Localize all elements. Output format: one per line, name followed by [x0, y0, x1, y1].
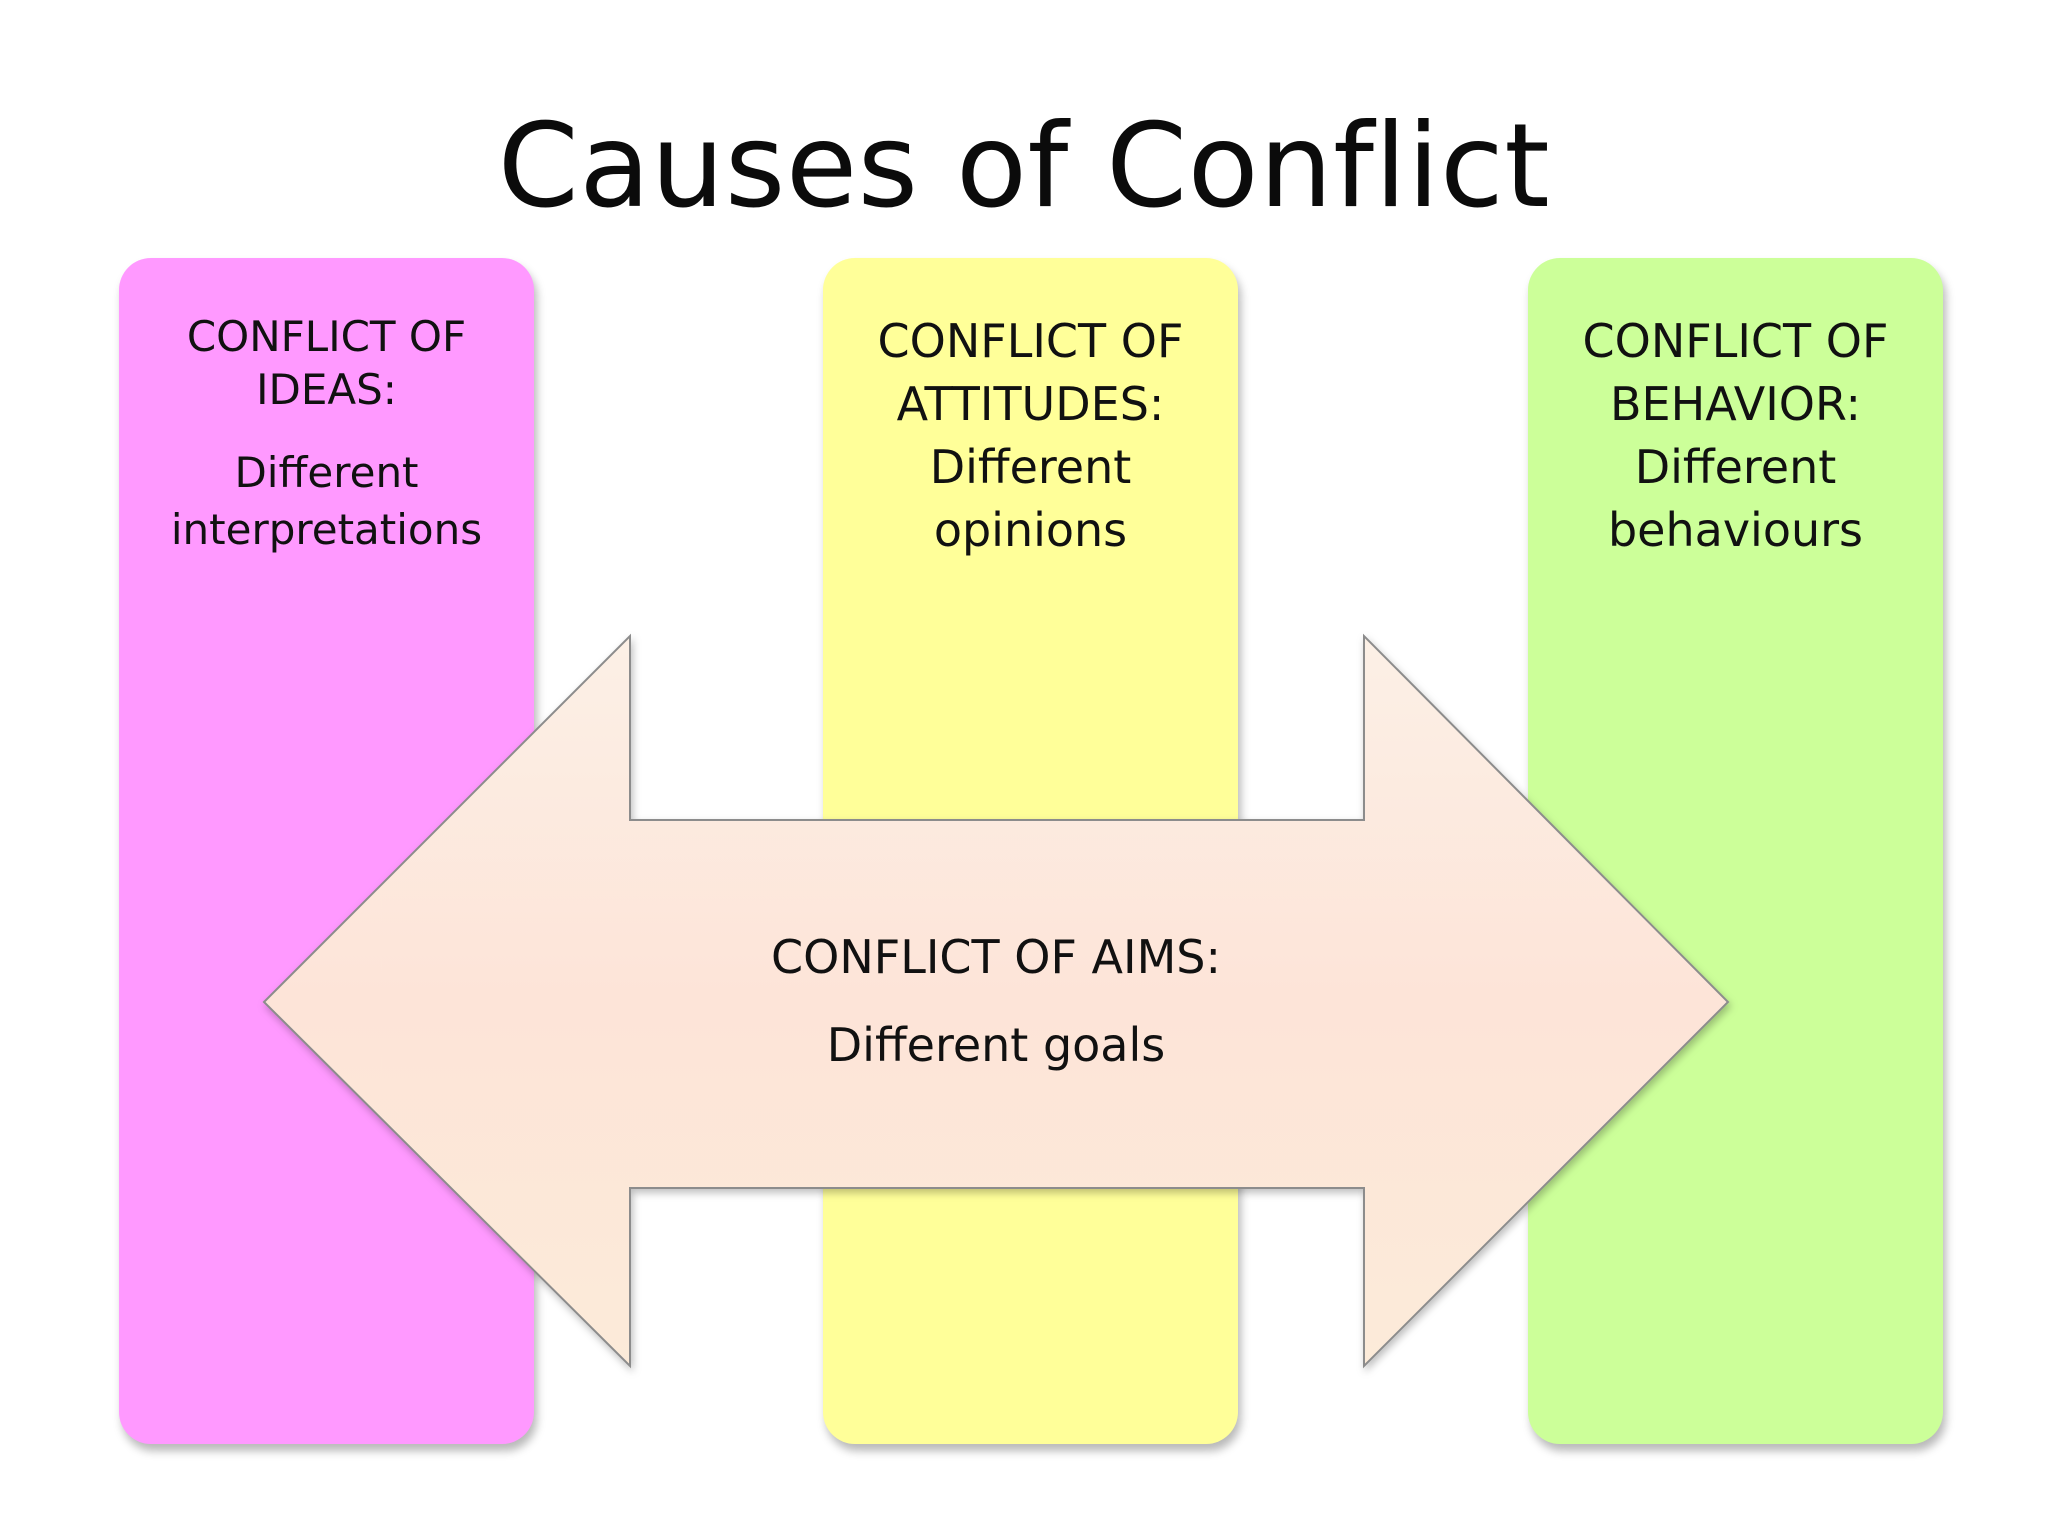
card-description: Different behaviours — [1528, 436, 1943, 562]
card-heading-line: CONFLICT OF — [186, 312, 467, 361]
card-heading-line: CONFLICT OF — [877, 314, 1184, 368]
card-description-line: opinions — [933, 503, 1128, 557]
card-description: Different interpretations — [119, 444, 534, 558]
card-heading-line: CONFLICT OF — [1582, 314, 1889, 368]
card-heading-line: ATTITUDES: — [896, 377, 1165, 431]
aims-description: Different goals — [826, 1018, 1166, 1072]
double-arrow-body — [262, 633, 1730, 1369]
card-description-line: Different — [1634, 440, 1837, 494]
card-heading: CONFLICT OF IDEAS: — [119, 310, 534, 416]
card-description-line: behaviours — [1607, 503, 1864, 557]
card-heading-line: IDEAS: — [256, 365, 397, 414]
slide-title: Causes of Conflict — [497, 99, 1551, 234]
card-conflict-of-behavior: CONFLICT OF BEHAVIOR: Different behaviou… — [1528, 258, 1943, 1444]
card-description-line: Different — [234, 448, 419, 497]
aims-heading: CONFLICT OF AIMS: — [771, 930, 1221, 984]
card-heading: CONFLICT OF ATTITUDES: — [823, 310, 1238, 436]
card-description-line: interpretations — [170, 505, 483, 554]
card-heading-line: BEHAVIOR: — [1609, 377, 1862, 431]
card-description: Different opinions — [823, 436, 1238, 562]
card-description-line: Different — [929, 440, 1132, 494]
card-heading: CONFLICT OF BEHAVIOR: — [1528, 310, 1943, 436]
